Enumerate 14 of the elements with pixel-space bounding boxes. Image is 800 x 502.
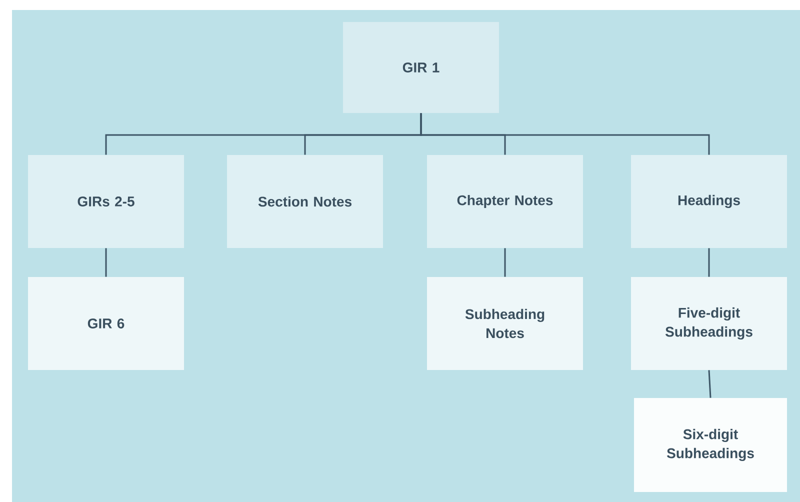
box: Subheading Notes	[427, 277, 583, 370]
connector-line	[105, 248, 107, 277]
connector-line	[708, 248, 710, 277]
box: GIR 6	[28, 277, 184, 370]
box: GIRs 2-5	[28, 155, 184, 248]
box: Six-digit Subheadings	[634, 398, 787, 492]
box: Headings	[631, 155, 787, 248]
box: Section Notes	[227, 155, 383, 248]
box: Five-digit Subheadings	[631, 277, 787, 370]
connector-line	[708, 370, 712, 398]
connector-line	[504, 248, 506, 277]
connector-line	[420, 113, 710, 155]
box: Chapter Notes	[427, 155, 583, 248]
box: GIR 1	[343, 22, 499, 113]
